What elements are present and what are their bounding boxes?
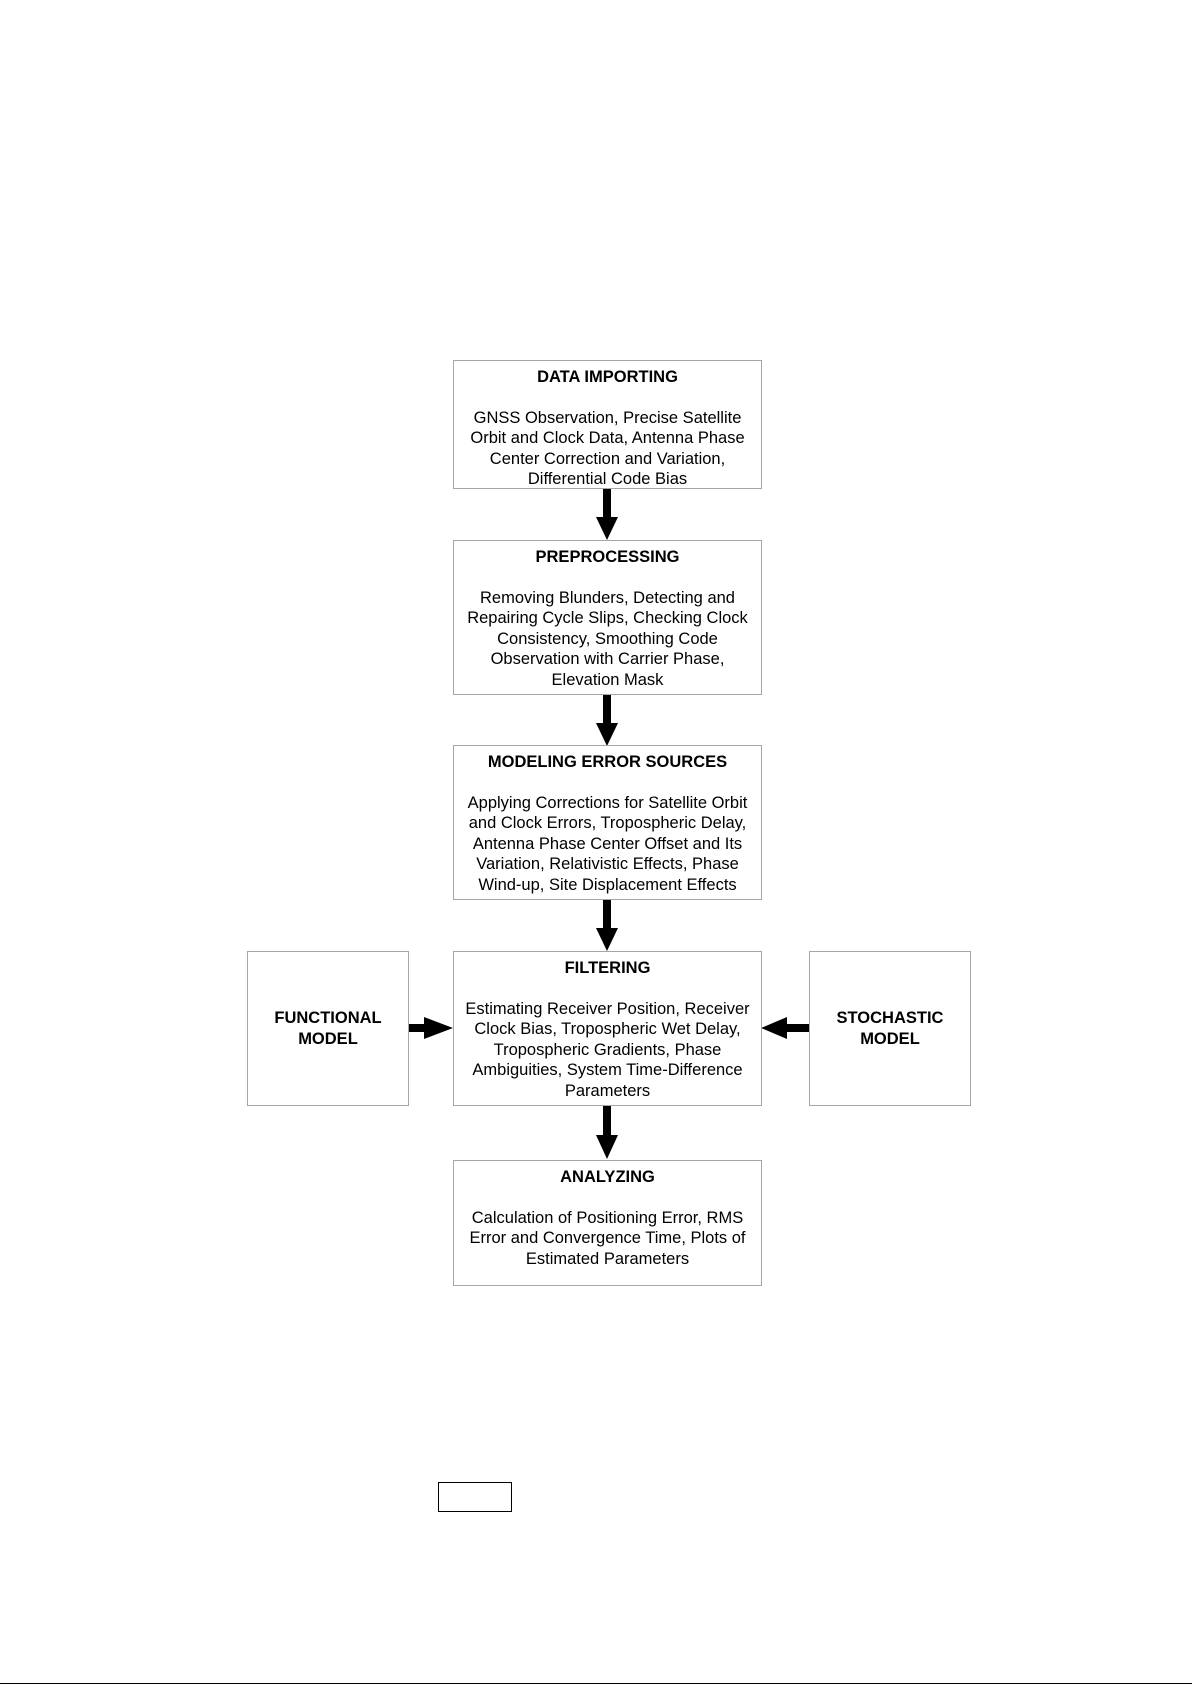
label-line: STOCHASTIC [836, 1009, 944, 1027]
description-line: Elevation Mask [551, 670, 664, 689]
modeling-error-sources-title: MODELING ERROR SOURCES [487, 753, 728, 771]
label-line: MODEL [298, 1029, 358, 1048]
description-line: Variation, Relativistic Effects, Phase [476, 855, 739, 873]
description-line: Clock Bias, Tropospheric Wet Delay, [474, 1020, 741, 1038]
arrow-data-importing-to-preprocessing [596, 487, 618, 540]
analyzing-description: Calculation of Positioning Error, RMS Er… [454, 1208, 761, 1270]
description-line: Wind-up, Site Displacement Effects [478, 875, 737, 894]
stochastic-model-box: STOCHASTIC MODEL [809, 951, 971, 1106]
preprocessing-description: Removing Blunders, Detecting and Repairi… [454, 588, 761, 691]
data-importing-description: GNSS Observation, Precise Satellite Orbi… [454, 408, 761, 490]
preprocessing-box: PREPROCESSING Removing Blunders, Detecti… [453, 540, 762, 695]
filtering-title: FILTERING [564, 959, 651, 977]
analyzing-box: ANALYZING Calculation of Positioning Err… [453, 1160, 762, 1286]
description-line: GNSS Observation, Precise Satellite [473, 408, 742, 427]
filtering-description: Estimating Receiver Position, Receiver C… [454, 999, 761, 1102]
analyzing-title: ANALYZING [560, 1168, 655, 1186]
description-line: Differential Code Bias [527, 470, 688, 488]
description-line: Estimating Receiver Position, Receiver [465, 999, 750, 1018]
description-line: Repairing Cycle Slips, Checking Clock [467, 609, 748, 627]
description-line: Center Correction and Variation, [489, 449, 726, 468]
description-line: Error and Convergence Time, Plots of [469, 1229, 746, 1247]
arrow-preprocessing-to-modeling [596, 693, 618, 746]
preprocessing-title: PREPROCESSING [535, 548, 680, 566]
description-line: Ambiguities, System Time-Difference [472, 1061, 743, 1079]
description-line: Removing Blunders, Detecting and [480, 588, 735, 607]
description-line: Tropospheric Gradients, Phase [493, 1040, 722, 1059]
description-line: Calculation of Positioning Error, RMS [471, 1208, 744, 1227]
description-line: Antenna Phase Center Offset and Its [472, 834, 743, 853]
arrow-stochastic-model-to-filtering [761, 1017, 813, 1039]
description-line: Consistency, Smoothing Code [497, 629, 718, 648]
filtering-box: FILTERING Estimating Receiver Position, … [453, 951, 762, 1106]
functional-model-box: FUNCTIONAL MODEL [247, 951, 409, 1106]
description-line: Orbit and Clock Data, Antenna Phase [470, 429, 745, 447]
modeling-error-sources-box: MODELING ERROR SOURCES Applying Correcti… [453, 745, 762, 900]
arrow-functional-model-to-filtering [405, 1017, 453, 1039]
description-line: Applying Corrections for Satellite Orbit [467, 793, 748, 812]
description-line: Parameters [564, 1081, 651, 1100]
empty-frame [438, 1482, 512, 1512]
label-line: FUNCTIONAL [274, 1009, 382, 1027]
page-bottom-rule [0, 1683, 1192, 1684]
data-importing-box: DATA IMPORTING GNSS Observation, Precise… [453, 360, 762, 489]
arrow-filtering-to-analyzing [596, 1104, 618, 1159]
description-line: Observation with Carrier Phase, [490, 650, 725, 668]
modeling-error-sources-description: Applying Corrections for Satellite Orbit… [454, 793, 761, 896]
arrow-modeling-to-filtering [596, 898, 618, 951]
stochastic-model-label: STOCHASTIC MODEL [837, 1008, 944, 1049]
data-importing-title: DATA IMPORTING [537, 368, 678, 386]
description-line: and Clock Errors, Tropospheric Delay, [468, 814, 747, 832]
description-line: Estimated Parameters [525, 1249, 690, 1268]
functional-model-label: FUNCTIONAL MODEL [274, 1008, 381, 1049]
label-line: MODEL [860, 1029, 920, 1048]
